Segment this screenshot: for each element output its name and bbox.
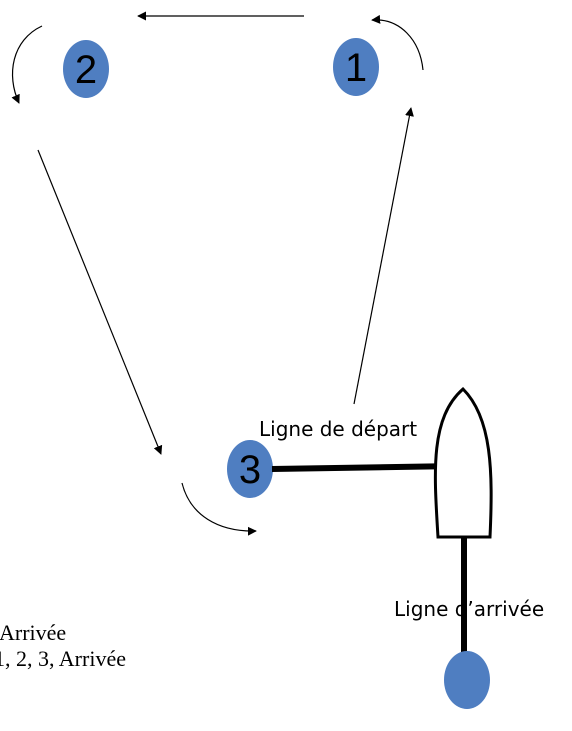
buoy-3 [227, 440, 273, 498]
leg-2-to-3-arrow [37, 149, 163, 455]
buoy-3-label: 3 [239, 448, 261, 492]
start-line [271, 463, 459, 472]
finish-buoy [444, 651, 490, 709]
rounding-arrow-buoy-2 [11, 25, 43, 104]
finish-line-label: Ligne d’arrivée [394, 597, 544, 621]
route-text-line-2: 1, 2, 3, Arrivée [0, 646, 126, 671]
leg-start-to-1-arrow [353, 107, 414, 405]
committee-boat [433, 386, 493, 539]
start-line-label: Ligne de départ [259, 417, 417, 441]
rounding-arrow-buoy-1 [371, 14, 424, 71]
buoy-2-label: 2 [75, 48, 97, 92]
buoy-1 [333, 38, 379, 96]
route-text-line-1: Arrivée [0, 620, 66, 645]
buoy-2 [63, 40, 109, 98]
buoy-1-label: 1 [345, 46, 367, 90]
rounding-arrow-buoy-3 [181, 482, 257, 536]
